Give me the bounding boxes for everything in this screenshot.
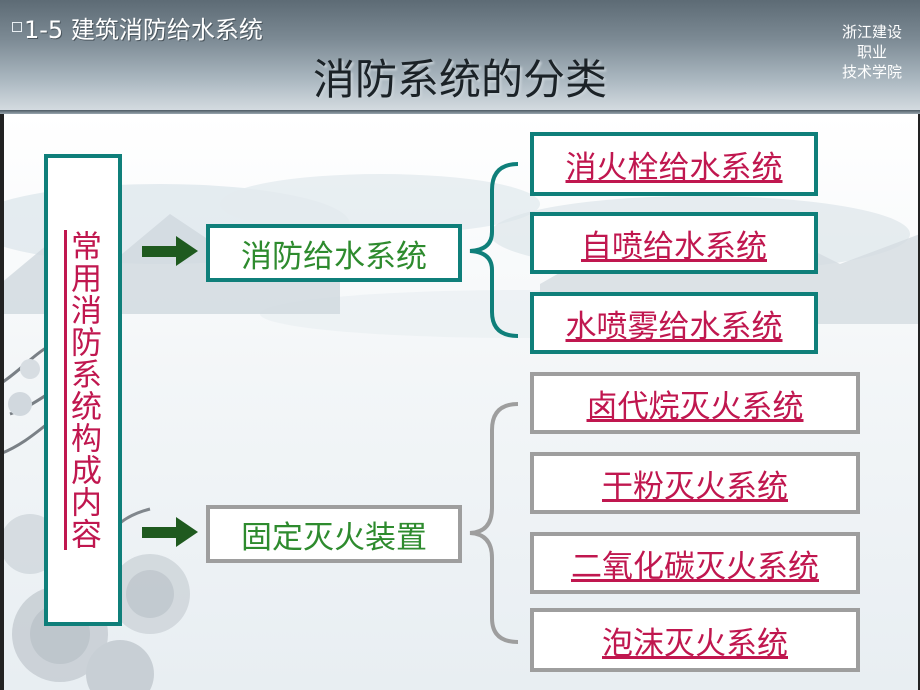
bracket-teal [469,162,519,338]
item-co2-system: 二氧化碳灭火系统 [530,532,860,594]
school-line-1: 浙江建设 [841,23,902,41]
slide-header [0,0,920,112]
content-right-border [918,114,920,690]
slide-title: 消防系统的分类 [312,55,607,104]
arrow-icon-2 [142,517,198,547]
category-label-fixed-extinguishing: 固定灭火装置 [241,519,427,556]
bullet-icon [12,22,22,32]
item-sprinkler-system: 自喷给水系统 [530,212,818,274]
category-label-fire-water-supply: 消防给水系统 [241,238,427,275]
category-fixed-extinguishing: 固定灭火装置 [206,505,462,563]
school-name: 浙江建设 职业 技术学院 [832,22,912,82]
school-line-2: 职业 [856,43,887,61]
school-line-3: 技术学院 [841,63,902,81]
item-link-sprinkler-system[interactable]: 自喷给水系统 [581,228,767,265]
item-link-hydrant-system[interactable]: 消火栓给水系统 [565,149,783,186]
content-left-border [0,114,4,690]
item-link-halon-system[interactable]: 卤代烷灭火系统 [586,388,804,425]
item-dry-powder-system: 干粉灭火系统 [530,452,860,514]
section-label: 1-5 建筑消防给水系统 [24,16,263,44]
item-link-water-spray-system[interactable]: 水喷雾给水系统 [565,308,783,345]
category-fire-water-supply: 消防给水系统 [206,224,462,282]
item-link-foam-system[interactable]: 泡沫灭火系统 [602,625,788,662]
item-halon-system: 卤代烷灭火系统 [530,372,860,434]
header-divider [0,110,920,114]
item-link-dry-powder-system[interactable]: 干粉灭火系统 [602,468,788,505]
bracket-gray [469,402,519,644]
root-category-box: 常用消防系统构成内容 [44,154,122,626]
item-link-co2-system[interactable]: 二氧化碳灭火系统 [571,548,819,585]
arrow-icon-1 [142,236,198,266]
item-water-spray-system: 水喷雾给水系统 [530,292,818,354]
item-foam-system: 泡沫灭火系统 [530,608,860,672]
item-hydrant-system: 消火栓给水系统 [530,132,818,196]
root-category-label[interactable]: 常用消防系统构成内容 [65,230,101,550]
